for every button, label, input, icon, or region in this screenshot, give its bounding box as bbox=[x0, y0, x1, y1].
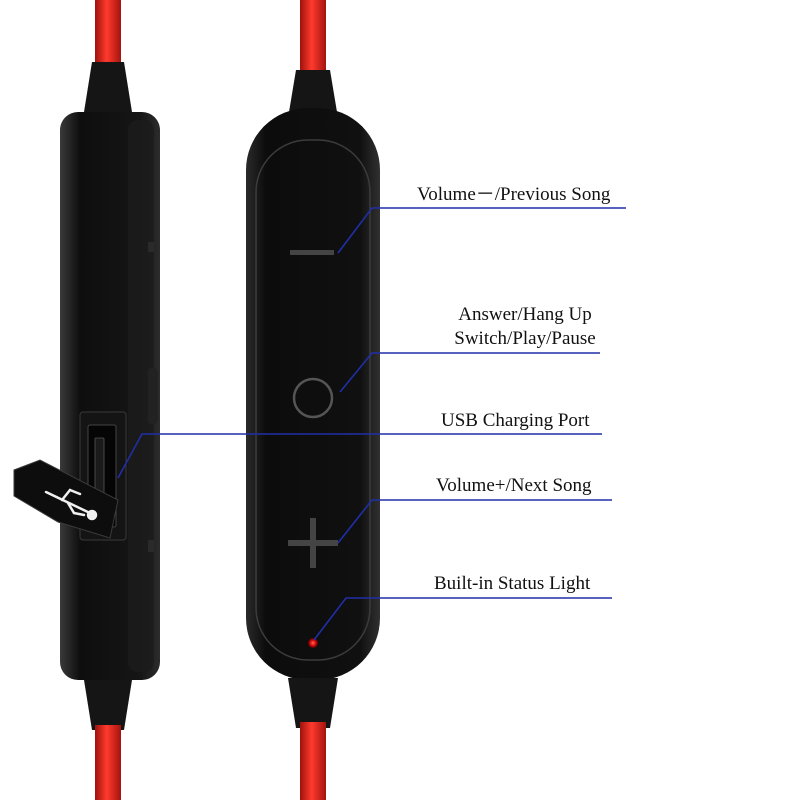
cable-strain-relief-top-right bbox=[288, 70, 338, 118]
side-body-edge bbox=[128, 120, 154, 672]
label-volume-minus-previous-song: Volume－/Previous Song bbox=[417, 184, 611, 205]
cable-strain-relief-bottom-left bbox=[84, 680, 132, 730]
leader-usb bbox=[117, 433, 602, 479]
minus-icon[interactable] bbox=[290, 250, 334, 255]
label-answer-line-1: Answer/Hang Up bbox=[458, 304, 592, 325]
leader-status-light bbox=[313, 597, 612, 641]
label-answer-line-2: Switch/Play/Pause bbox=[454, 328, 596, 349]
circle-button-icon[interactable] bbox=[292, 377, 334, 419]
side-button-nub-3 bbox=[148, 540, 154, 552]
status-led bbox=[308, 638, 318, 648]
label-answer-play-pause: Answer/Hang Up Switch/Play/Pause bbox=[440, 303, 610, 351]
side-view-remote bbox=[13, 0, 160, 800]
cable-bottom-right bbox=[300, 722, 326, 800]
side-button-nub-1 bbox=[148, 242, 154, 252]
leader-volume-minus bbox=[337, 207, 626, 254]
plus-icon[interactable] bbox=[288, 518, 338, 568]
side-button-nub-2 bbox=[148, 368, 158, 424]
leader-lines bbox=[117, 207, 626, 641]
label-status-light: Built-in Status Light bbox=[434, 573, 591, 594]
label-usb-charging-port: USB Charging Port bbox=[441, 410, 590, 431]
usb-icon bbox=[44, 488, 98, 521]
front-view-remote bbox=[246, 0, 380, 800]
front-panel bbox=[255, 139, 371, 661]
cable-strain-relief-top-left bbox=[84, 62, 132, 112]
label-volume-plus-next-song: Volume+/Next Song bbox=[436, 475, 592, 496]
cable-bottom-left bbox=[95, 725, 121, 800]
cable-strain-relief-bottom-right bbox=[288, 678, 338, 728]
leader-volume-plus bbox=[337, 499, 612, 544]
leader-answer bbox=[339, 352, 600, 393]
